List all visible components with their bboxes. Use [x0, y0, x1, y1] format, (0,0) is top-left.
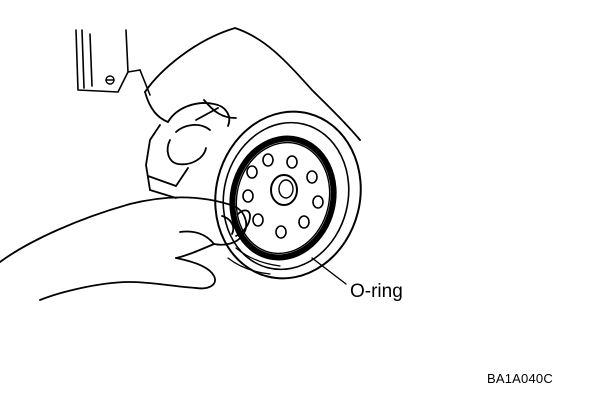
o-ring-leader-line	[311, 257, 347, 285]
o-ring-label: O-ring	[350, 281, 403, 302]
o-ring	[229, 135, 337, 261]
filter-inner-rim	[222, 121, 350, 271]
lower-hand	[0, 196, 251, 301]
upper-hand	[144, 27, 361, 199]
filter-base-plate	[235, 141, 331, 255]
figure-code: BA1A040C	[487, 371, 553, 386]
oil-inlet-holes	[242, 153, 324, 239]
engine-block	[75, 29, 151, 96]
filter-outer-rim	[214, 110, 362, 280]
center-thread-hole	[270, 174, 298, 206]
oil-filter	[214, 110, 362, 280]
